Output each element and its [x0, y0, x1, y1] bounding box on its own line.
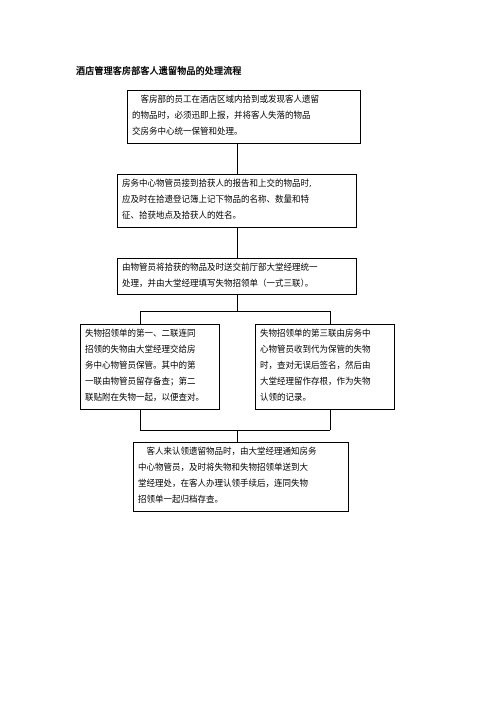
step-4b-line-1: 失物招领单的第三联由房务中	[260, 329, 371, 339]
step-box-3: 由物管员将拾获的物品及时送交前厅部大堂经理统一 处理，并由大堂经理填写失物招领单…	[117, 258, 357, 295]
step-box-1: 客房部的员工在酒店区域内拾到或发现客人遗留 的物品时，必须迅即上报，并将客人失落…	[127, 90, 361, 144]
step-4a-line-1: 失物招领单的第一、二联连同	[85, 329, 196, 339]
step-2-line-1: 房务中心物管员接到拾获人的报告和上交的物品时,	[122, 179, 312, 189]
connector-merge-horizontal	[140, 430, 330, 431]
step-4a-line-5: 联贴附在失物一起，以便查对。	[85, 393, 205, 403]
step-5-line-4: 招领单一起归档存查。	[138, 495, 224, 505]
connector-split-left	[140, 311, 141, 324]
step-5-line-1: 客人来认领遗留物品时，由大堂经理通知房务	[138, 447, 317, 457]
step-box-2: 房务中心物管员接到拾获人的报告和上交的物品时, 应及时在拾遗登记簿上记下物品的名…	[117, 174, 357, 228]
step-box-5: 客人来认领遗留物品时，由大堂经理通知房务 中心物管员，及时将失物和失物招领单送到…	[133, 442, 349, 512]
step-box-4a: 失物招领单的第一、二联连同 招领的失物由大堂经理交给房 务中心物管员保管。其中的…	[80, 324, 220, 410]
step-2-line-2: 应及时在拾遗登记簿上记下物品的名称、数量和特	[122, 195, 310, 205]
step-2-line-3: 征、拾获地点及拾获人的姓名。	[122, 211, 242, 221]
step-4b-line-2: 心物管员收到代为保管的失物	[260, 345, 371, 355]
step-4a-line-3: 务中心物管员保管。其中的第	[85, 361, 196, 371]
connector-split-horizontal	[140, 311, 330, 312]
step-4b-line-4: 大堂经理留作存根，作为失物	[260, 377, 371, 387]
step-1-line-2: 的物品时，必须迅即上报，并将客人失落的物品	[132, 111, 311, 121]
step-1-line-3: 交房务中心统一保管和处理。	[132, 127, 243, 137]
connector-left-down	[140, 410, 141, 430]
step-5-line-3: 堂经理处，在客人办理认领手续后，连同失物	[138, 479, 309, 489]
connector-merge-down	[237, 430, 238, 442]
step-3-line-1: 由物管员将拾获的物品及时送交前厅部大堂经理统一	[122, 263, 318, 273]
step-4a-line-4: 一联由物管员留存备查；第二	[85, 377, 196, 387]
connector-right-down	[330, 410, 331, 430]
step-1-line-1: 客房部的员工在酒店区域内拾到或发现客人遗留	[132, 95, 320, 105]
step-3-line-2: 处理，并由大堂经理填写失物招领单（一式三联）。	[122, 279, 314, 289]
connector-2-3	[237, 228, 238, 258]
connector-3-split	[237, 295, 238, 311]
page-title: 酒店管理客房部客人遗留物品的处理流程	[76, 67, 242, 77]
connector-split-right	[330, 311, 331, 324]
connector-1-2	[237, 144, 238, 174]
step-4a-line-2: 招领的失物由大堂经理交给房	[85, 345, 196, 355]
step-box-4b: 失物招领单的第三联由房务中 心物管员收到代为保管的失物 时，查对无误后签名，然后…	[255, 324, 395, 410]
step-5-line-2: 中心物管员，及时将失物和失物招领单送到大	[138, 463, 309, 473]
step-4b-line-5: 认领的记录。	[260, 393, 312, 403]
step-4b-line-3: 时，查对无误后签名，然后由	[260, 361, 371, 371]
